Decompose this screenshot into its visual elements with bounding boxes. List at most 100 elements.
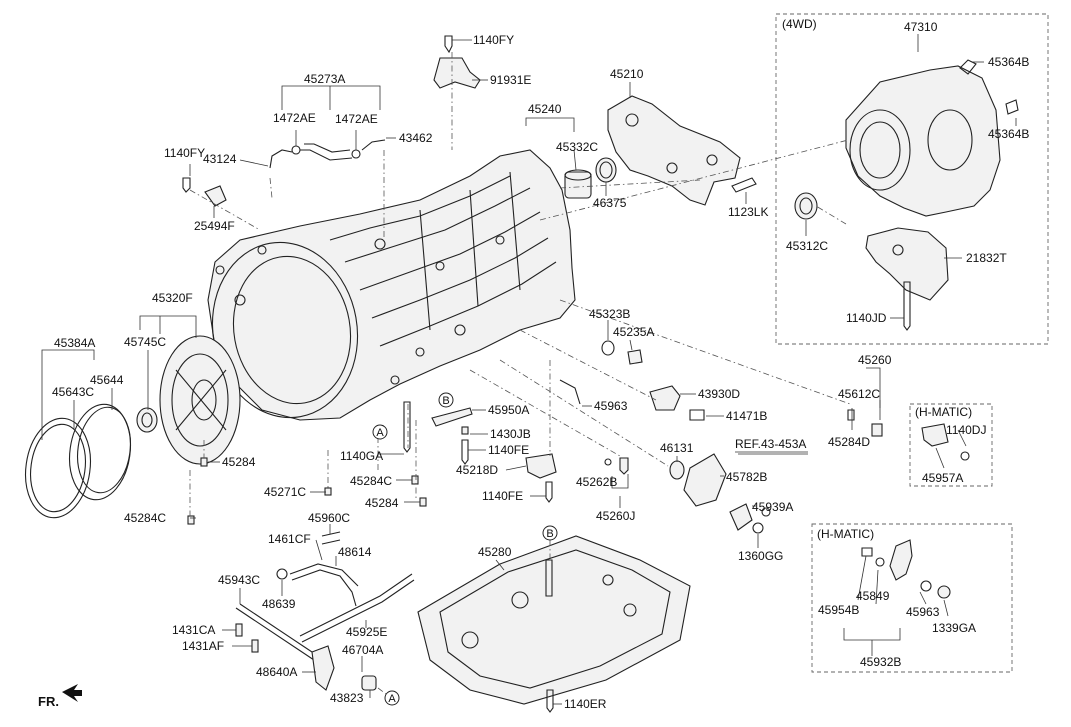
label-45939A: 45939A (752, 500, 793, 514)
callout-a-2-text: A (388, 693, 396, 705)
label-45273A: 45273A (304, 72, 345, 86)
label-1140DJ: 1140DJ (946, 423, 986, 437)
callout-b-1 (438, 392, 454, 408)
label-1140ER: 1140ER (564, 697, 607, 711)
label-45384A: 45384A (54, 336, 95, 350)
label-45963-a: 45963 (594, 399, 628, 413)
transfer-case-4wd (794, 59, 1019, 331)
frame-hmatic-a (909, 403, 993, 487)
circle-callouts: A A B B (372, 392, 558, 706)
top-fittings (182, 35, 481, 207)
label-45925E: 45925E (346, 625, 387, 639)
label-45364B-b: 45364B (988, 127, 1029, 141)
label-45782B: 45782B (726, 470, 767, 484)
assembly-lines (189, 52, 851, 695)
label-48639: 48639 (262, 597, 296, 611)
label-front: FR. (38, 694, 59, 709)
front-arrow-icon (62, 684, 82, 702)
rear-seals (564, 157, 617, 199)
label-45320F: 45320F (152, 291, 193, 305)
part-labels: 1140FY 91931E 45273A 1472AE 1472AE 43462… (38, 20, 1029, 711)
label-45932B: 45932B (860, 655, 901, 669)
label-45210: 45210 (610, 67, 644, 81)
callout-b-2-text: B (546, 528, 553, 540)
callout-b-2 (542, 525, 558, 541)
label-1360GG: 1360GG (738, 549, 783, 563)
oil-pan (417, 535, 691, 713)
label-1140FE-a: 1140FE (488, 443, 529, 457)
frame-4wd (775, 13, 1049, 345)
small-hardware (187, 340, 970, 534)
ring-gaskets (25, 403, 131, 519)
label-45284-b: 45284 (365, 496, 399, 510)
label-46131: 46131 (660, 441, 694, 455)
label-41471B: 41471B (726, 409, 767, 423)
rear-mount-bracket (607, 95, 757, 206)
label-45943C: 45943C (218, 573, 260, 587)
label-1140JD: 1140JD (846, 311, 887, 325)
label-45262B: 45262B (576, 475, 617, 489)
frame-hmatic-b (811, 523, 1013, 673)
label-47310: 47310 (904, 20, 938, 34)
label-45364B-a: 45364B (988, 55, 1029, 69)
hmatic-b-parts (861, 539, 951, 599)
label-45284D: 45284D (828, 435, 870, 449)
label-45963-b: 45963 (906, 605, 940, 619)
label-46704A: 46704A (342, 643, 383, 657)
label-45849: 45849 (856, 589, 890, 603)
label-1140FE-b: 1140FE (482, 489, 523, 503)
label-1430JB: 1430JB (490, 427, 531, 441)
label-25494F: 25494F (194, 219, 235, 233)
label-43462: 43462 (399, 131, 433, 145)
label-91931E: 91931E (490, 73, 531, 87)
label-45954B: 45954B (818, 603, 859, 617)
transmission-case (207, 149, 576, 421)
label-48614: 48614 (338, 545, 372, 559)
label-21832T: 21832T (966, 251, 1007, 265)
callout-a-2 (384, 690, 400, 706)
label-45332C: 45332C (556, 140, 598, 154)
label-45280: 45280 (478, 545, 512, 559)
label-45271C: 45271C (264, 485, 306, 499)
shift-linkage (235, 531, 415, 691)
label-43930D: 43930D (698, 387, 740, 401)
label-1461CF: 1461CF (268, 532, 311, 546)
frame-hmatic-a-title: (H-MATIC) (915, 405, 972, 419)
label-45612C: 45612C (838, 387, 880, 401)
label-1431AF: 1431AF (182, 639, 224, 653)
label-45260: 45260 (858, 353, 892, 367)
pump-assembly (136, 335, 241, 465)
label-48640A: 48640A (256, 665, 297, 679)
label-45260J: 45260J (596, 509, 635, 523)
label-ref-43-453A: REF.43-453A (735, 437, 806, 451)
label-1472AE-b: 1472AE (335, 112, 378, 126)
label-1140GA: 1140GA (340, 449, 383, 463)
callout-a-1 (372, 424, 388, 440)
label-1472AE-a: 1472AE (273, 111, 316, 125)
label-45950A: 45950A (488, 403, 529, 417)
label-45284C-a: 45284C (124, 511, 166, 525)
frame-hmatic-b-title: (H-MATIC) (817, 527, 874, 541)
label-1140FY-top: 1140FY (473, 33, 514, 47)
label-45235A: 45235A (613, 325, 654, 339)
label-1431CA: 1431CA (172, 623, 215, 637)
label-45957A: 45957A (922, 471, 963, 485)
label-45284-a: 45284 (222, 455, 256, 469)
label-1339GA: 1339GA (932, 621, 976, 635)
label-46375: 46375 (593, 196, 627, 210)
label-45644: 45644 (90, 373, 124, 387)
frame-4wd-title: (4WD) (782, 17, 817, 31)
label-45218D: 45218D (456, 463, 498, 477)
label-45240: 45240 (528, 102, 562, 116)
label-45745C: 45745C (124, 335, 166, 349)
label-43823: 43823 (330, 691, 364, 705)
label-45323B: 45323B (589, 307, 630, 321)
label-1123LK: 1123LK (728, 205, 768, 219)
label-45284C-b: 45284C (350, 474, 392, 488)
label-45960C: 45960C (308, 511, 350, 525)
label-43124: 43124 (203, 152, 237, 166)
leader-lines (41, 34, 1017, 705)
callout-a-1-text: A (376, 427, 384, 439)
